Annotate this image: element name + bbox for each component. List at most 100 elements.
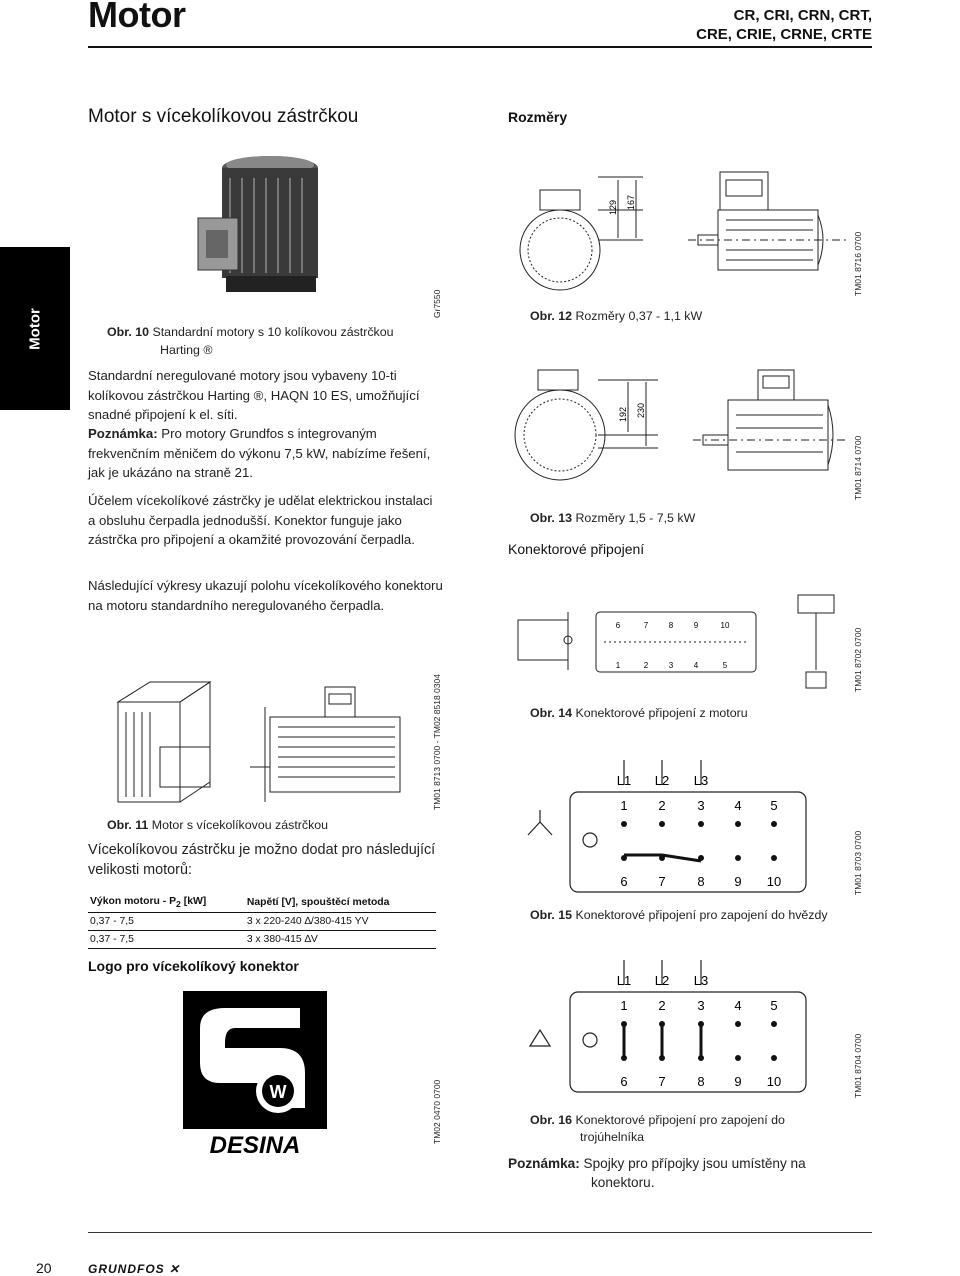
table-cell: 0,37 - 7,5 (88, 930, 245, 950)
fig10-caption-line2: Harting ® (160, 343, 213, 357)
fig11-tag: TM01 8713 0700 - TM02 8518 0304 (432, 674, 442, 810)
svg-text:2: 2 (658, 798, 665, 813)
fig10-tag: Gr7550 (432, 289, 442, 318)
page-number: 20 (36, 1260, 52, 1276)
model-list-line1: CR, CRI, CRN, CRT, (733, 7, 872, 24)
fig14-label: Obr. 14 (530, 706, 573, 720)
svg-text:5: 5 (770, 798, 777, 813)
grundfos-logo: GRUNDFOS ✕ (88, 1262, 180, 1276)
svg-text:1: 1 (620, 798, 627, 813)
fig15-label: Obr. 15 (530, 908, 573, 922)
fig12-label: Obr. 12 (530, 309, 573, 323)
desina-logo: W DESINA (183, 991, 327, 1158)
note-label: Poznámka: (88, 426, 158, 441)
fig13-caption-text: Rozměry 1,5 - 7,5 kW (575, 511, 696, 525)
table-header-power: Výkon motoru - P2 [kW] (88, 893, 245, 914)
fig13-tag: TM01 8714 0700 (853, 435, 863, 500)
table-cell: 3 x 220-240 ∆/380-415 YV (244, 912, 436, 932)
svg-text:L1: L1 (617, 773, 631, 788)
svg-text:1: 1 (616, 661, 621, 670)
motor-drawing (116, 681, 401, 803)
section-tab-label: Motor (26, 307, 44, 350)
svg-text:1: 1 (620, 998, 627, 1013)
paragraph-drawings: Následující výkresy ukazují polohu vícek… (88, 578, 443, 613)
table-row: 0,37 - 7,5 3 x 220-240 ∆/380-415 YV (88, 912, 436, 932)
connection-note-label: Poznámka: (508, 1156, 580, 1171)
fig15-caption-text: Konektorové připojení pro zapojení do hv… (575, 908, 828, 922)
svg-text:6: 6 (616, 621, 621, 630)
svg-text:9: 9 (694, 621, 699, 630)
fig15-caption: Obr. 15 Konektorové připojení pro zapoje… (530, 907, 828, 924)
fig16-label: Obr. 16 (530, 1113, 573, 1127)
svg-text:2: 2 (658, 998, 665, 1013)
connection-note-text: Spojky pro přípojky jsou umístěny na (579, 1156, 806, 1171)
svg-text:3: 3 (669, 661, 674, 670)
svg-text:4: 4 (694, 661, 699, 670)
connection-heading: Konektorové připojení (508, 541, 645, 557)
power-table: Výkon motoru - P2 [kW] Napětí [V], spouš… (88, 893, 436, 950)
svg-text:8: 8 (697, 874, 704, 889)
svg-text:3: 3 (697, 998, 704, 1013)
svg-text:10: 10 (721, 621, 730, 630)
fig15-drawing: L1 L2 L3 1 2 3 4 5 6 7 8 9 10 (527, 760, 807, 893)
page-title: Motor (88, 0, 186, 35)
fig13-dim-230: 230 (636, 403, 646, 418)
logo-heading: Logo pro vícekolíkový konektor (88, 958, 299, 974)
svg-text:L2: L2 (655, 973, 669, 988)
svg-text:8: 8 (669, 621, 674, 630)
model-list: CR, CRI, CRN, CRT, CRE, CRIE, CRNE, CRTE (696, 6, 872, 44)
fig16-caption-line2: trojúhelníka (580, 1130, 645, 1144)
dimensions-heading: Rozměry (508, 109, 568, 125)
fig12-tag: TM01 8716 0700 (853, 231, 863, 296)
table-cell: 0,37 - 7,5 (88, 912, 245, 932)
svg-text:9: 9 (734, 874, 741, 889)
svg-text:6: 6 (620, 1074, 627, 1089)
fig14-caption-text: Konektorové připojení z motoru (575, 706, 748, 720)
fig16-tag: TM01 8704 0700 (853, 1033, 863, 1098)
fig13-drawing: 192 230 (514, 369, 848, 481)
fig12-caption-text: Rozměry 0,37 - 1,1 kW (575, 309, 703, 323)
fig13-caption: Obr. 13 Rozměry 1,5 - 7,5 kW (530, 510, 695, 527)
svg-text:5: 5 (723, 661, 728, 670)
fig16-caption-line1: Konektorové připojení pro zapojení do (575, 1113, 785, 1127)
svg-text:2: 2 (644, 661, 649, 670)
model-list-line2: CRE, CRIE, CRNE, CRTE (696, 26, 872, 43)
grundfos-logo-icon: ✕ (169, 1262, 181, 1276)
fig10-label: Obr. 10 (107, 325, 150, 339)
fig13-label: Obr. 13 (530, 511, 573, 525)
svg-text:4: 4 (734, 998, 741, 1013)
fig12-dim-167: 167 (626, 195, 636, 210)
note-text: Pro motory Grundfos s integrovaným frekv… (88, 426, 431, 481)
fig13-dim-192: 192 (618, 407, 628, 422)
svg-text:10: 10 (767, 1074, 781, 1089)
note-frequency-converter: Poznámka: Pro motory Grundfos s integrov… (88, 424, 443, 483)
fig11-caption-text: Motor s vícekolíkovou zástrčkou (151, 818, 329, 832)
paragraph-sizes: Vícekolíkovou zástrčku je možno dodat pr… (88, 842, 436, 878)
svg-text:8: 8 (697, 1074, 704, 1089)
connection-note: Poznámka: Spojky pro přípojky jsou umíst… (508, 1154, 806, 1174)
fig10-caption: Obr. 10 Standardní motory s 10 kolíkovou… (107, 324, 394, 341)
svg-text:10: 10 (767, 874, 781, 889)
fig14-caption: Obr. 14 Konektorové připojení z motoru (530, 705, 748, 722)
paragraph-intro: Standardní neregulované motory jsou vyba… (88, 368, 420, 423)
fig12-dim-129: 129 (608, 200, 618, 215)
svg-text:7: 7 (644, 621, 649, 630)
svg-text:5: 5 (770, 998, 777, 1013)
footer-rule (88, 1232, 872, 1233)
svg-text:L1: L1 (617, 973, 631, 988)
fig16-caption: Obr. 16 Konektorové připojení pro zapoje… (530, 1112, 785, 1129)
fig11-caption: Obr. 11 Motor s vícekolíkovou zástrčkou (107, 817, 328, 834)
svg-text:3: 3 (697, 798, 704, 813)
table-header-voltage: Napětí [V], spouštěcí metoda (244, 893, 436, 914)
left-heading: Motor s vícekolíkovou zástrčkou (88, 106, 359, 127)
header-rule (88, 46, 872, 48)
svg-text:7: 7 (658, 874, 665, 889)
grundfos-logo-text: GRUNDFOS (88, 1262, 165, 1276)
logo-tag: TM02 0470 0700 (432, 1079, 442, 1144)
table-header-row: Výkon motoru - P2 [kW] Napětí [V], spouš… (88, 893, 436, 914)
svg-text:7: 7 (658, 1074, 665, 1089)
svg-text:6: 6 (620, 874, 627, 889)
fig15-tag: TM01 8703 0700 (853, 830, 863, 895)
fig11-label: Obr. 11 (107, 818, 149, 832)
paragraph-purpose: Účelem vícekolíkové zástrčky je udělat e… (88, 493, 433, 548)
